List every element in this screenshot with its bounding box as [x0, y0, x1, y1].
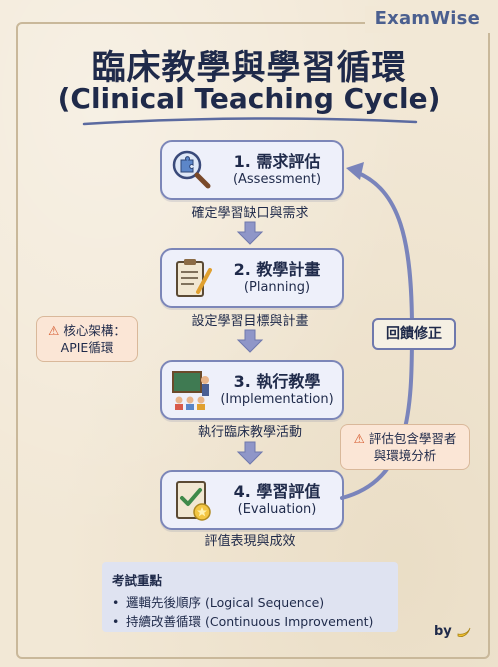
exam-note-text: 邏輯先後順序 (Logical Sequence) — [126, 595, 325, 610]
byline-text: by — [434, 624, 452, 639]
callout-line: 核心架構： — [63, 323, 126, 338]
core-framework-callout: ⚠ 核心架構： APIE循環 — [36, 316, 138, 362]
down-arrow-icon — [236, 441, 264, 465]
step-title: 2. 教學計畫 — [233, 260, 321, 279]
callout-line: APIE循環 — [60, 340, 114, 355]
page-title: 臨床教學與學習循環 — [91, 48, 407, 88]
checklist-star-icon — [176, 481, 211, 521]
warning-icon: ⚠ — [48, 323, 60, 338]
step-assessment: 1. 需求評估 (Assessment) — [160, 140, 344, 200]
step-subtitle: (Evaluation) — [237, 502, 317, 517]
step-implementation: 3. 執行教學 (Implementation) — [160, 360, 344, 420]
step-subtitle: (Planning) — [243, 280, 311, 295]
step-subtitle: (Assessment) — [232, 172, 322, 187]
down-arrow-icon — [236, 329, 264, 353]
callout-line: 與環境分析 — [373, 448, 437, 463]
clipboard-pencil-icon — [176, 259, 212, 297]
step-title: 3. 執行教學 — [233, 372, 321, 391]
assessment-note-callout: ⚠ 評估包含學習者 與環境分析 — [340, 424, 470, 470]
title-underline — [82, 117, 418, 126]
step-caption: 設定學習目標與計畫 — [191, 314, 309, 329]
step-title: 4. 學習評值 — [233, 482, 321, 501]
page-frame — [16, 22, 490, 659]
down-arrow-icon — [236, 221, 264, 245]
step-subtitle: (Implementation) — [220, 392, 334, 407]
exam-note-item: •持續改善循環 (Continuous Improvement) — [112, 614, 374, 629]
step-caption: 評值表現與成效 — [204, 534, 296, 549]
step-caption: 執行臨床教學活動 — [197, 425, 302, 440]
callout-line: 評估包含學習者 — [368, 431, 457, 446]
feedback-label: 回饋修正 — [372, 318, 456, 350]
exam-note-item: •邏輯先後順序 (Logical Sequence) — [112, 595, 325, 610]
teacher-presentation-icon — [172, 371, 209, 410]
step-evaluation: 4. 學習評值 (Evaluation) — [160, 470, 344, 530]
exam-note-text: 持續改善循環 (Continuous Improvement) — [126, 614, 374, 629]
step-caption: 確定學習缺口與需求 — [191, 206, 309, 221]
warning-icon: ⚠ — [353, 431, 365, 446]
exam-notes-box: 考試重點 •邏輯先後順序 (Logical Sequence) •持續改善循環 … — [102, 562, 398, 632]
step-planning: 2. 教學計畫 (Planning) — [160, 248, 344, 308]
page-subtitle: (Clinical Teaching Cycle) — [57, 82, 441, 115]
exam-notes-title: 考試重點 — [112, 573, 163, 588]
step-title: 1. 需求評估 — [233, 152, 321, 171]
banana-icon — [457, 627, 471, 637]
byline: by — [434, 624, 472, 639]
brand-logo: ExamWise — [364, 6, 490, 33]
puzzle-magnifier-icon — [172, 150, 211, 189]
